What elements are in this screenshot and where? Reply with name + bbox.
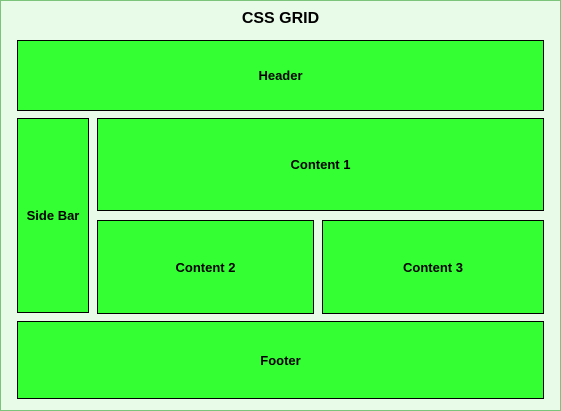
content-1-area: Content 1 [97, 118, 544, 211]
footer-label: Footer [260, 352, 301, 368]
sidebar-area: Side Bar [17, 118, 89, 313]
diagram-title: CSS GRID [241, 10, 320, 27]
content-1-label: Content 1 [290, 157, 351, 172]
header-area: Header [17, 40, 544, 111]
footer-area: Footer [17, 321, 544, 399]
content-3-label: Content 3 [403, 259, 463, 275]
content-2-label: Content 2 [175, 259, 236, 275]
content-2-area: Content 2 [97, 220, 314, 314]
content-3-area: Content 3 [322, 220, 544, 314]
sidebar-label: Side Bar [26, 208, 80, 223]
header-label: Header [258, 68, 303, 83]
